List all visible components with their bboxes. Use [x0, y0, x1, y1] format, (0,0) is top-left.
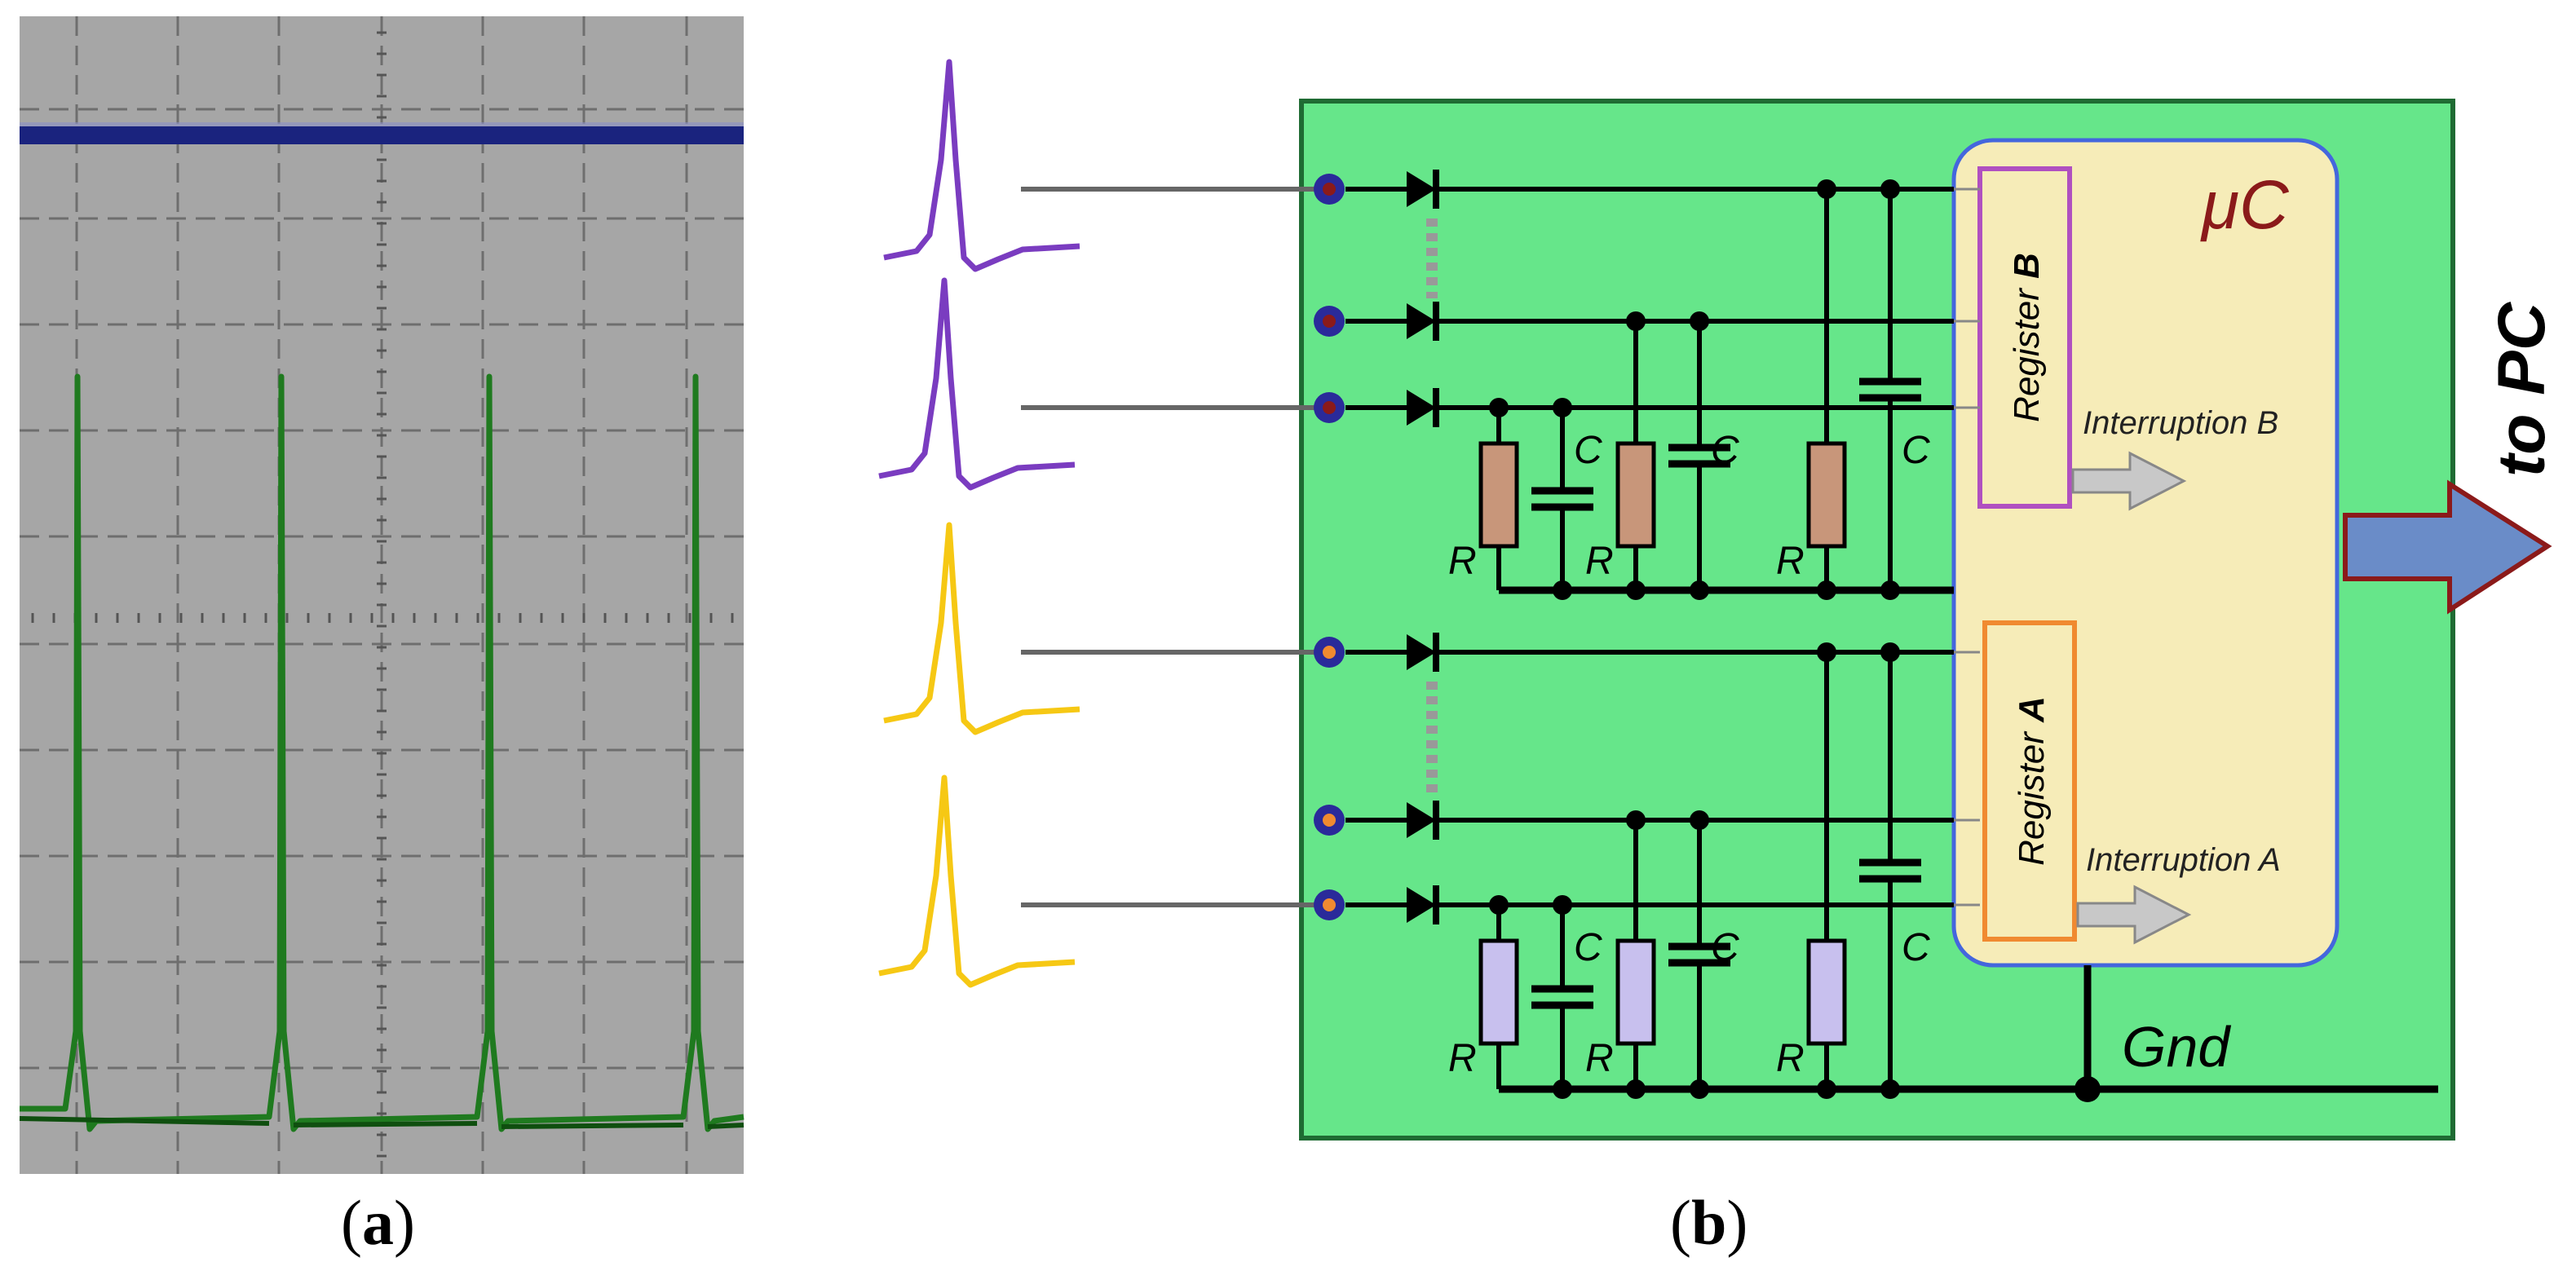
input-terminal-center [1323, 898, 1336, 911]
scope-trace-top-noise [20, 122, 744, 126]
oscilloscope-minor-ticks [31, 31, 734, 1158]
input-terminal-center [1323, 814, 1336, 827]
register-b-label: Register B [2007, 253, 2047, 422]
input-pulse [883, 522, 1080, 735]
input-pulse [883, 59, 1080, 272]
panel-label-a: (a) [341, 1187, 415, 1258]
resistor-label: R [1776, 540, 1805, 583]
resistor-label: R [1585, 540, 1614, 583]
resistor-label: R [1585, 1037, 1614, 1080]
wire-junction [1817, 580, 1836, 600]
wire-junction [1626, 580, 1646, 600]
interruption-a-label: Interruption A [2086, 842, 2281, 878]
interruption-b-arrow [2071, 451, 2187, 511]
resistor-label: R [1448, 1037, 1477, 1080]
scope-trace-bottom [20, 373, 745, 1132]
capacitor-label: C [1902, 926, 1930, 969]
resistor [1615, 441, 1656, 549]
wire-junction [1553, 1079, 1572, 1099]
oscilloscope-grid [20, 16, 744, 1174]
interruption-b-label: Interruption B [2083, 405, 2278, 441]
wire-junction [1553, 580, 1572, 600]
panel-label-b: (b) [1670, 1187, 1748, 1258]
resistor [1615, 938, 1656, 1046]
diode-icon [1407, 634, 1436, 670]
capacitor-label: C [1711, 926, 1739, 969]
resistor-label: R [1448, 540, 1477, 583]
diode-icon [1407, 303, 1436, 339]
input-terminal-center [1323, 401, 1336, 414]
diode-icon [1407, 390, 1436, 426]
register-a-label: Register A [2012, 696, 2052, 866]
capacitor-label: C [1574, 926, 1602, 969]
input-pulse [878, 774, 1076, 988]
diode-icon [1407, 802, 1436, 838]
resistor [1806, 441, 1847, 549]
register-a-box [1982, 620, 2077, 942]
circuit-components: R C R C R C R C R C R C [878, 59, 2438, 1102]
output-label: to PC [2485, 301, 2559, 477]
output-arrow [2343, 479, 2552, 615]
resistor [1478, 938, 1519, 1046]
wire-junction [1690, 1079, 1709, 1099]
wire-junction [1817, 1079, 1836, 1099]
ground-junction [2074, 1076, 2101, 1102]
input-terminal-center [1323, 315, 1336, 328]
interruption-a-arrow [2076, 885, 2192, 945]
diode-icon [1407, 171, 1436, 207]
scope-trace-top [20, 126, 744, 144]
wire-junction [1880, 1079, 1900, 1099]
wire-junction [1626, 1079, 1646, 1099]
wire-junction [1880, 580, 1900, 600]
capacitor-label: C [1711, 429, 1739, 472]
resistor-label: R [1776, 1037, 1805, 1080]
circuit-panel: μC Register B Register A Interruption B … [878, 59, 2559, 1141]
oscilloscope-panel [19, 16, 745, 1174]
scope-trace-bottom-glow [19, 1116, 745, 1129]
wire-junction [1690, 580, 1709, 600]
input-terminal-center [1323, 646, 1336, 659]
resistor [1806, 938, 1847, 1046]
diode-icon [1407, 887, 1436, 923]
input-terminal-center [1323, 183, 1336, 196]
input-pulse [878, 277, 1076, 491]
resistor [1478, 441, 1519, 549]
capacitor-label: C [1574, 429, 1602, 472]
ground-label: Gnd [2122, 1015, 2231, 1079]
capacitor-label: C [1902, 429, 1930, 472]
microcontroller-label: μC [2200, 166, 2290, 243]
register-b-box [1977, 166, 2072, 509]
